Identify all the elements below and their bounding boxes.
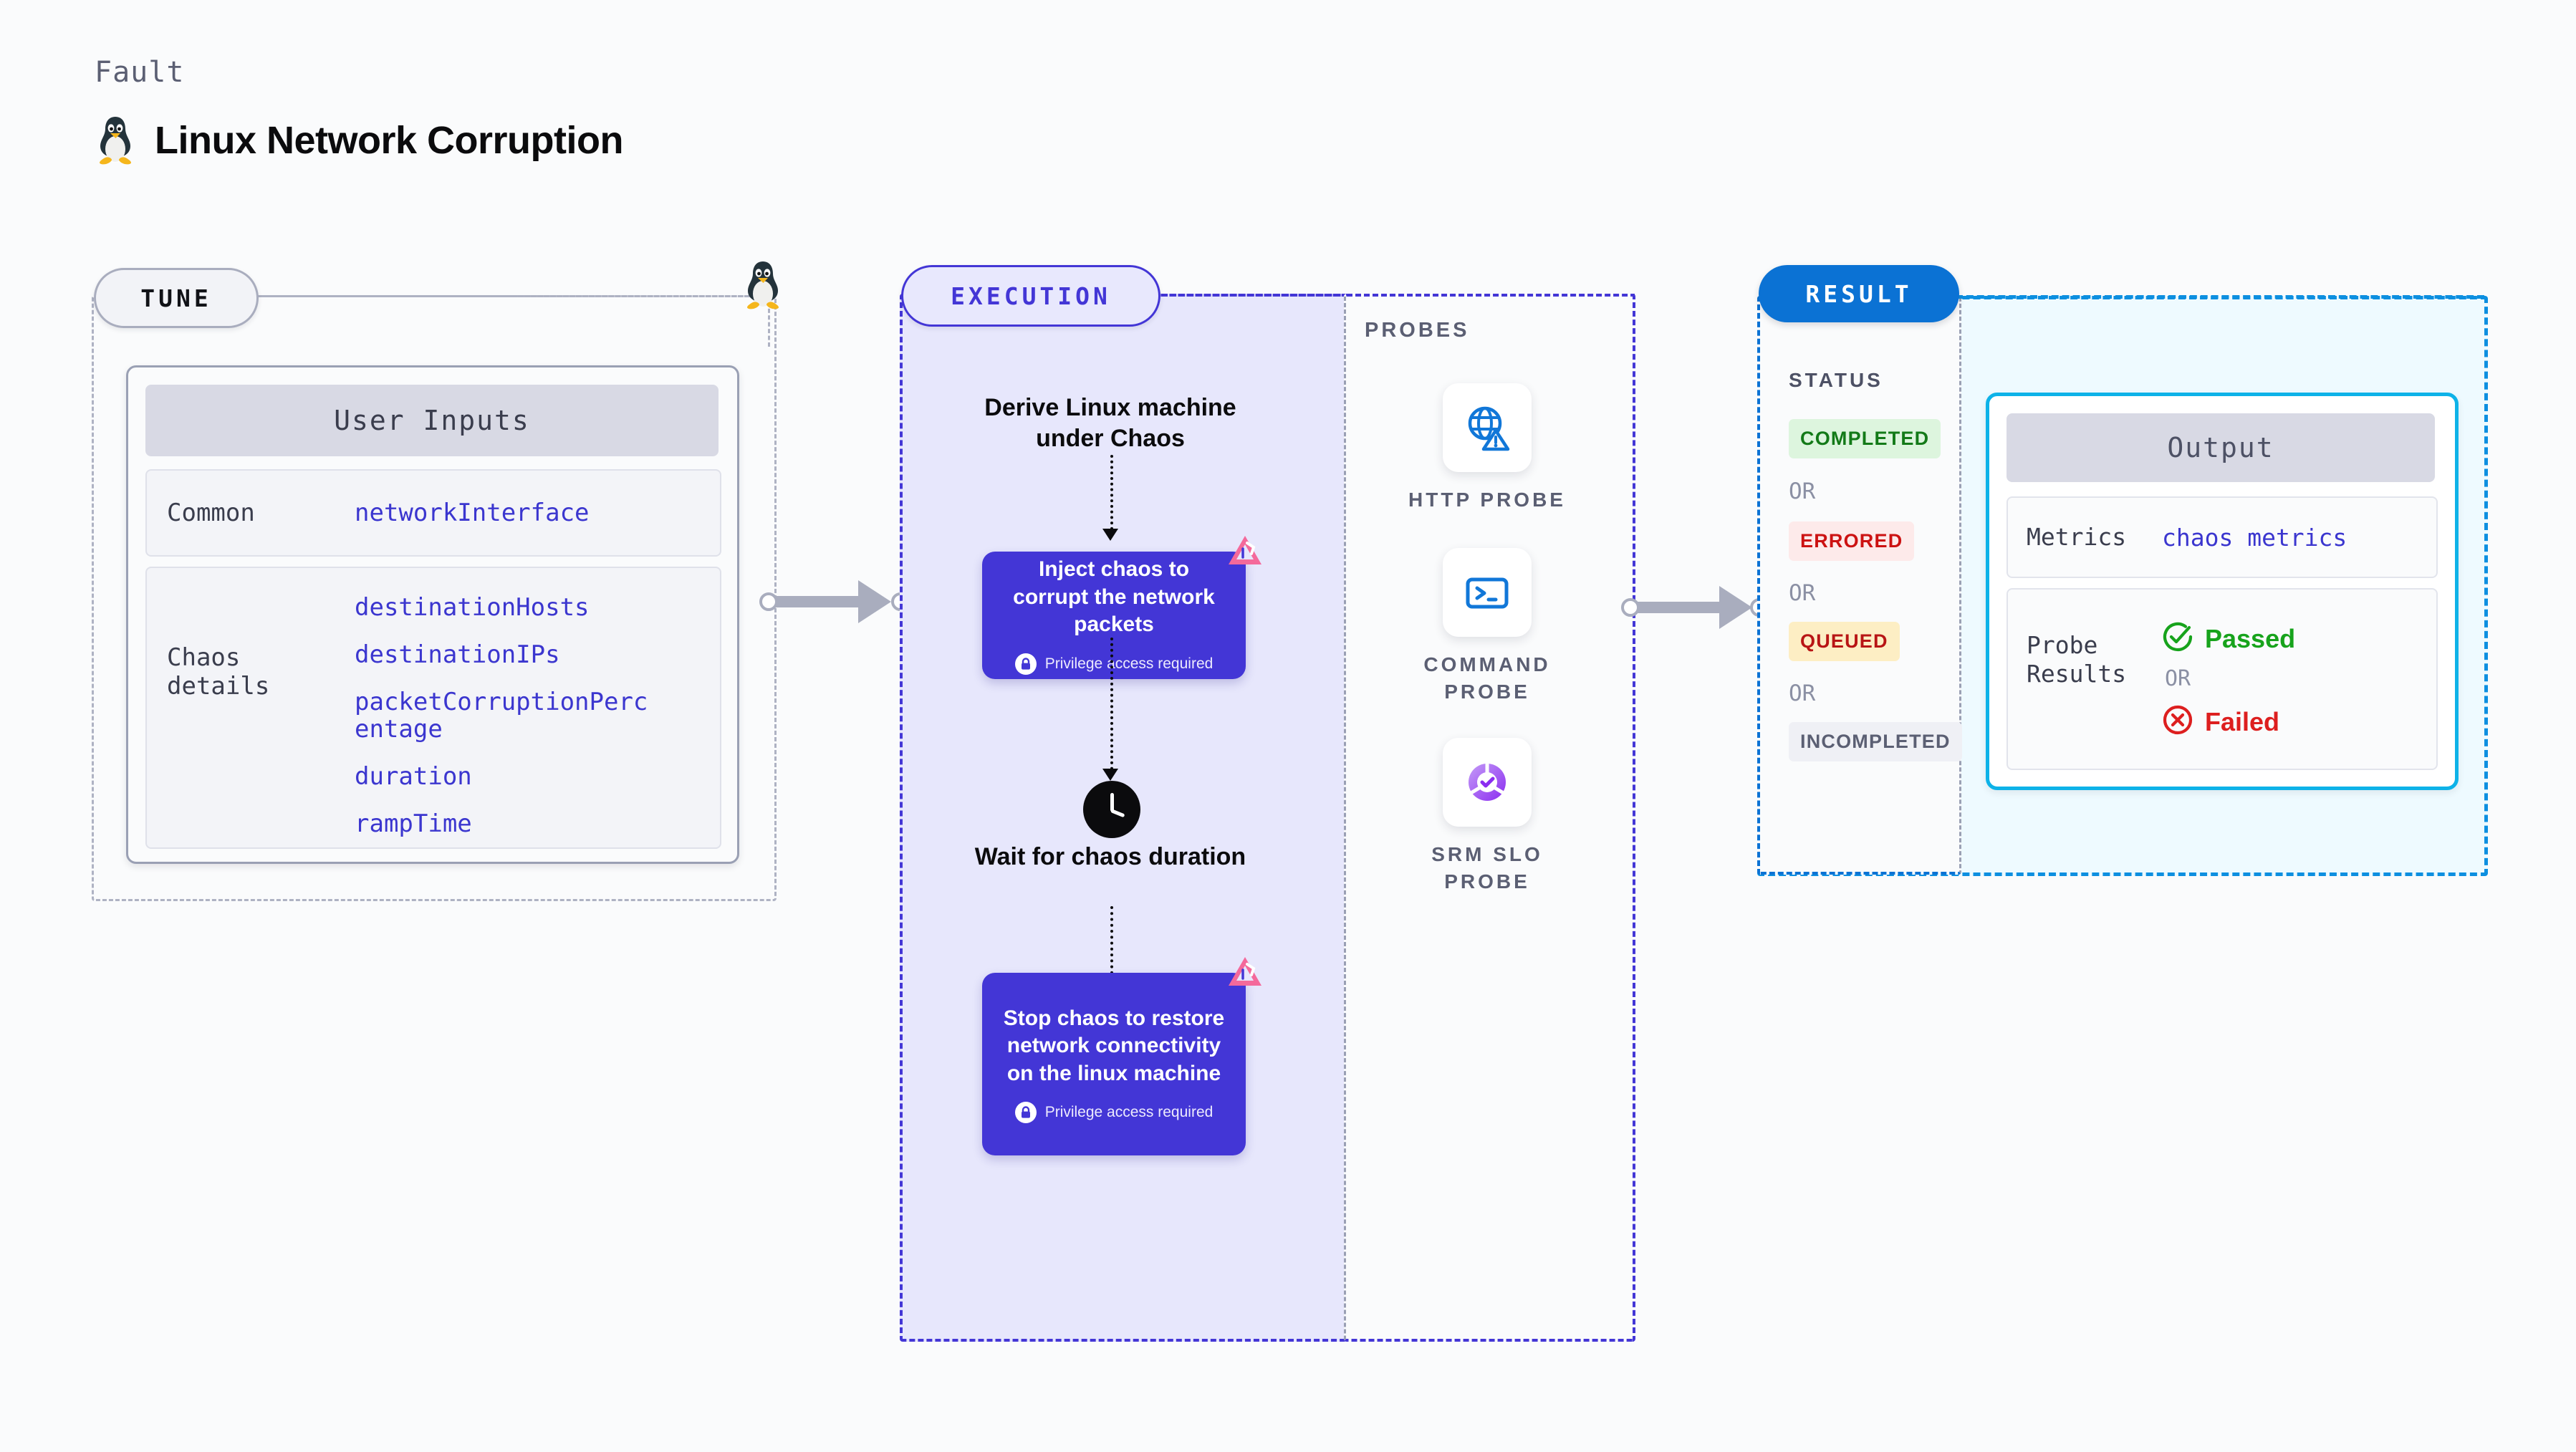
result-dashed-top [1956, 295, 2484, 299]
output-row-metrics: Metrics chaos metrics [2007, 496, 2438, 578]
failed-label: Failed [2205, 706, 2280, 736]
wait-duration-label: Wait for chaos duration [974, 843, 1246, 870]
page-title: Linux Network Corruption [155, 119, 623, 162]
globe-warning-icon [1443, 383, 1532, 472]
chaos-logo-icon [1226, 533, 1264, 575]
output-metrics-value[interactable]: chaos metrics [2162, 523, 2347, 552]
output-header: Output [2007, 413, 2435, 482]
x-circle-icon [2162, 704, 2193, 739]
privilege-note: Privilege access required [1014, 1102, 1213, 1124]
probe-result-failed: Failed [2162, 704, 2295, 739]
flow-arrow-line [1110, 638, 1113, 770]
stop-chaos-step[interactable]: Stop chaos to restore network connectivi… [982, 957, 1261, 1155]
output-row-values: chaos metrics [2162, 524, 2347, 552]
linux-penguin-icon [95, 115, 136, 166]
probe-label: COMMAND PROBE [1423, 653, 1551, 703]
tune-input-destinationhosts[interactable]: destinationHosts [355, 593, 590, 622]
status-badge-errored: ERRORED [1789, 521, 1915, 561]
tune-input-networkinterface[interactable]: networkInterface [355, 498, 590, 527]
output-row-key: Metrics [2027, 522, 2127, 551]
tune-input-packetcorruptionpercentage[interactable]: packetCorruptionPercentage [355, 688, 648, 744]
tune-row-chaos-details: Chaos details destinationHosts destinati… [145, 567, 721, 849]
output-row-key: Probe Results [2027, 631, 2127, 688]
tune-tux-drop-line [768, 295, 770, 347]
flow-arrow-head [1102, 769, 1118, 781]
tune-row-key: Common [167, 499, 255, 527]
check-circle-icon [2162, 621, 2193, 656]
or-separator: OR [1789, 479, 1816, 504]
probes-title: PROBES [1365, 319, 1470, 342]
step-title: Stop chaos to restore network connectivi… [1003, 1006, 1225, 1085]
status-badge-incompleted: INCOMPLETED [1789, 722, 1962, 761]
fault-kicker-label: Fault [95, 56, 185, 89]
status-badge-queued: QUEUED [1789, 622, 1900, 661]
tune-row-common: Common networkInterface [145, 469, 721, 557]
slo-gauge-check-icon [1443, 738, 1532, 827]
probe-item-srm-slo[interactable]: SRM SLO PROBE [1394, 738, 1580, 895]
terminal-icon [1443, 548, 1532, 637]
derive-machine-label: Derive Linux machine under Chaos [984, 394, 1236, 452]
probe-label: HTTP PROBE [1408, 489, 1566, 511]
execution-badge[interactable]: EXECUTION [901, 265, 1160, 327]
tune-to-execution-arrow [772, 580, 891, 623]
probes-to-result-arrow [1633, 586, 1752, 629]
user-inputs-header: User Inputs [145, 385, 719, 456]
chaos-logo-icon [1226, 954, 1264, 996]
result-badge[interactable]: RESULT [1759, 265, 1959, 322]
status-badge-completed: COMPLETED [1789, 419, 1941, 458]
flow-arrow-head [1102, 529, 1118, 541]
step-title: Inject chaos to corrupt the network pack… [1013, 557, 1215, 637]
tune-input-destinationips[interactable]: destinationIPs [355, 640, 560, 670]
connector-node [1621, 598, 1640, 617]
or-separator: OR [2165, 666, 2191, 691]
connector-node [759, 592, 778, 611]
or-separator: OR [1789, 681, 1816, 706]
probe-label: SRM SLO PROBE [1431, 843, 1543, 893]
status-title: STATUS [1789, 369, 1883, 391]
tune-row-values: destinationHosts destinationIPs packetCo… [355, 568, 655, 839]
probe-result-passed: Passed [2162, 621, 2295, 656]
tune-input-ramptime[interactable]: rampTime [355, 809, 472, 839]
inject-chaos-step[interactable]: Inject chaos to corrupt the network pack… [982, 536, 1261, 679]
linux-penguin-icon [742, 259, 784, 311]
output-row-values: Passed OR Failed [2162, 590, 2295, 749]
probe-item-http[interactable]: HTTP PROBE [1394, 383, 1580, 514]
tune-row-key: Chaos details [167, 643, 270, 701]
tune-row-values: networkInterface [355, 499, 590, 527]
flow-arrow-line [1110, 455, 1113, 530]
privilege-note: Privilege access required [1014, 653, 1213, 675]
tune-badge[interactable]: TUNE [94, 268, 259, 328]
clock-icon [1083, 781, 1140, 838]
output-card: Output Metrics chaos metrics Probe Resul… [1986, 393, 2459, 790]
privilege-text: Privilege access required [1044, 655, 1213, 672]
page-title-row: Linux Network Corruption [95, 115, 623, 166]
lock-icon [1014, 1102, 1037, 1124]
tune-input-duration[interactable]: duration [355, 762, 472, 792]
lock-icon [1014, 653, 1037, 675]
output-row-probe-results: Probe Results Passed OR [2007, 588, 2438, 770]
privilege-text: Privilege access required [1044, 1104, 1213, 1121]
flow-arrow-line [1110, 906, 1113, 974]
tune-user-inputs-card: User Inputs Common networkInterface Chao… [126, 365, 739, 864]
passed-label: Passed [2205, 623, 2296, 653]
probe-item-command[interactable]: COMMAND PROBE [1394, 548, 1580, 706]
or-separator: OR [1789, 580, 1816, 606]
